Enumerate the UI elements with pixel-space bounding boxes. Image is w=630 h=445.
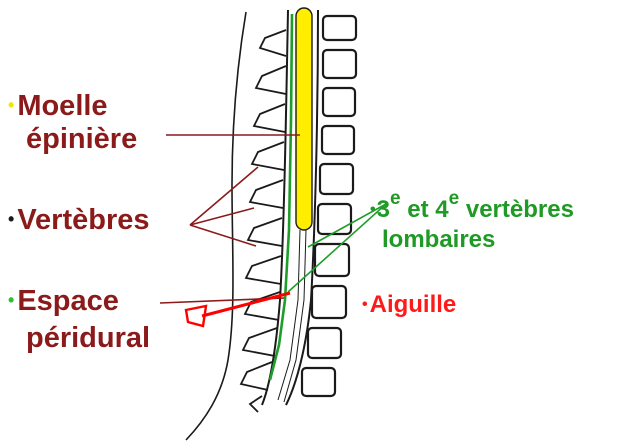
spinous-processes <box>241 30 286 412</box>
lombaires-num1: 3 <box>377 196 390 223</box>
label-moelle-line1: Moelle <box>17 90 107 122</box>
bullet-aiguille: • <box>362 296 368 313</box>
label-vertebres-text: Vertèbres <box>17 204 149 236</box>
label-moelle-epiniere: •Moelle épinière <box>8 92 137 154</box>
bullet-lombaires: • <box>370 201 376 218</box>
label-moelle-line2: épinière <box>8 125 137 154</box>
dural-sac-left <box>262 10 288 405</box>
label-vertebres-lombaires: •3e et 4e vertèbres lombaires <box>370 198 574 252</box>
bullet-espace: • <box>8 290 14 310</box>
needle <box>186 293 290 326</box>
lombaires-sup1: e <box>390 188 401 209</box>
leader-vertebres-3 <box>190 225 256 246</box>
lombaires-sup2: e <box>449 188 460 209</box>
bullet-moelle: • <box>8 95 14 115</box>
spinal-cord <box>296 8 312 230</box>
label-vertebres: •Vertèbres <box>8 206 150 235</box>
label-aiguille-text: Aiguille <box>370 291 457 318</box>
lombaires-mid: et <box>401 196 436 223</box>
label-aiguille: •Aiguille <box>362 293 456 317</box>
label-espace-line1: Espace <box>17 285 119 317</box>
lombaires-num2: 4 <box>435 196 448 223</box>
bullet-vertebres: • <box>8 209 14 229</box>
label-espace-peridural: •Espace péridural <box>8 287 150 353</box>
label-lombaires-line2: lombaires <box>370 228 574 252</box>
lombaires-tail: vertèbres <box>459 196 574 223</box>
label-espace-line2: péridural <box>8 324 150 353</box>
